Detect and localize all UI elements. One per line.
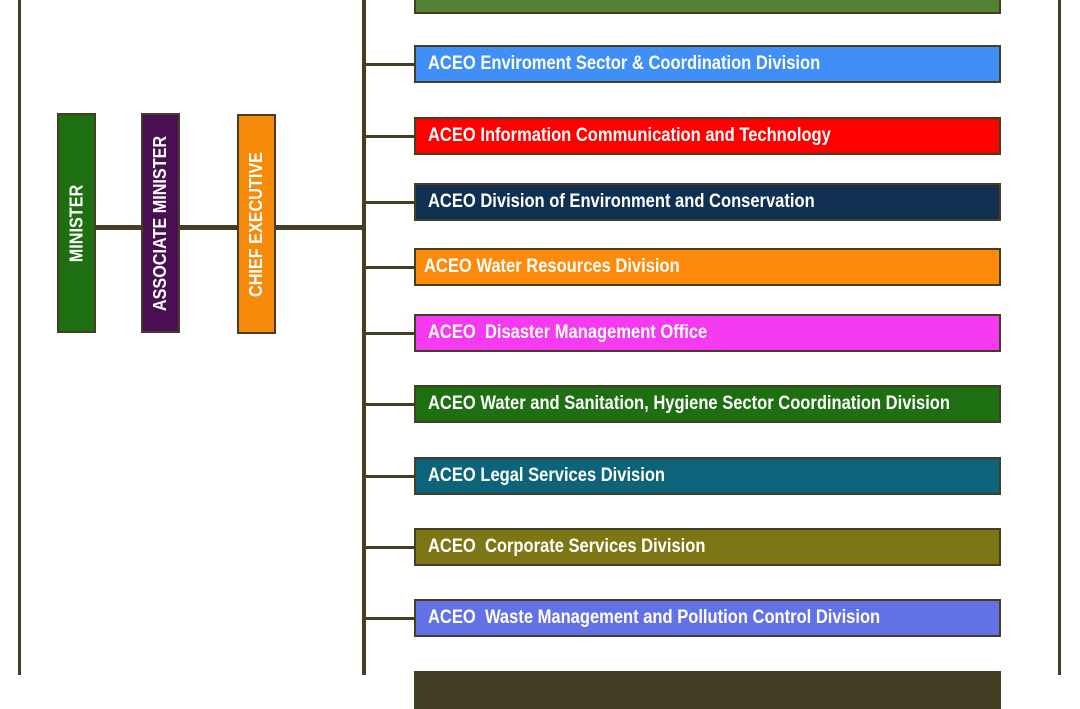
division-label: ACEO Disaster Management Office bbox=[428, 322, 708, 343]
division-label: ACEO Division of Environment and Conserv… bbox=[428, 191, 815, 212]
division-box: ACEO Corporate Services Division bbox=[414, 528, 1001, 566]
division-connector bbox=[364, 617, 414, 620]
division-label: ACEO Legal Services Division bbox=[428, 465, 666, 486]
division-connector bbox=[364, 266, 414, 269]
division-box bbox=[414, 0, 1001, 14]
division-connector bbox=[364, 403, 414, 406]
division-box: ACEO Enviroment Sector & Coordination Di… bbox=[414, 45, 1001, 83]
division-connector bbox=[364, 332, 414, 335]
division-connector bbox=[364, 546, 414, 549]
division-connector bbox=[364, 63, 414, 66]
minister-box: MINISTER bbox=[57, 113, 96, 333]
division-label: ACEO Corporate Services Division bbox=[428, 536, 706, 557]
division-label: ACEO Water and Sanitation, Hygiene Secto… bbox=[428, 393, 950, 414]
outer-frame-left bbox=[18, 0, 21, 675]
main-connector bbox=[95, 225, 365, 230]
associate-minister-box: ASSOCIATE MINISTER bbox=[141, 113, 180, 333]
division-box: ACEO Water and Sanitation, Hygiene Secto… bbox=[414, 385, 1001, 423]
division-connector bbox=[364, 475, 414, 478]
associate-minister-label: ASSOCIATE MINISTER bbox=[150, 135, 170, 311]
division-label: ACEO Water Resources Division bbox=[424, 256, 680, 277]
division-connector bbox=[364, 201, 414, 204]
division-box: ACEO Information Communication and Techn… bbox=[414, 117, 1001, 155]
division-connector bbox=[364, 135, 414, 138]
division-box: ACEO Disaster Management Office bbox=[414, 314, 1001, 352]
outer-frame-right bbox=[1058, 0, 1061, 675]
minister-label: MINISTER bbox=[66, 184, 87, 262]
spine-line bbox=[362, 0, 366, 675]
chief-executive-label: CHIEF EXECUTIVE bbox=[246, 151, 266, 297]
division-label: ACEO Waste Management and Pollution Cont… bbox=[428, 607, 881, 628]
division-box: ACEO Legal Services Division bbox=[414, 457, 1001, 495]
division-box: ACEO Waste Management and Pollution Cont… bbox=[414, 599, 1001, 637]
division-box bbox=[414, 671, 1001, 709]
division-label: ACEO Information Communication and Techn… bbox=[428, 125, 831, 146]
division-box: ACEO Water Resources Division bbox=[414, 248, 1001, 286]
division-box: ACEO Division of Environment and Conserv… bbox=[414, 183, 1001, 221]
division-label: ACEO Enviroment Sector & Coordination Di… bbox=[428, 53, 821, 74]
chief-executive-box: CHIEF EXECUTIVE bbox=[237, 114, 276, 334]
